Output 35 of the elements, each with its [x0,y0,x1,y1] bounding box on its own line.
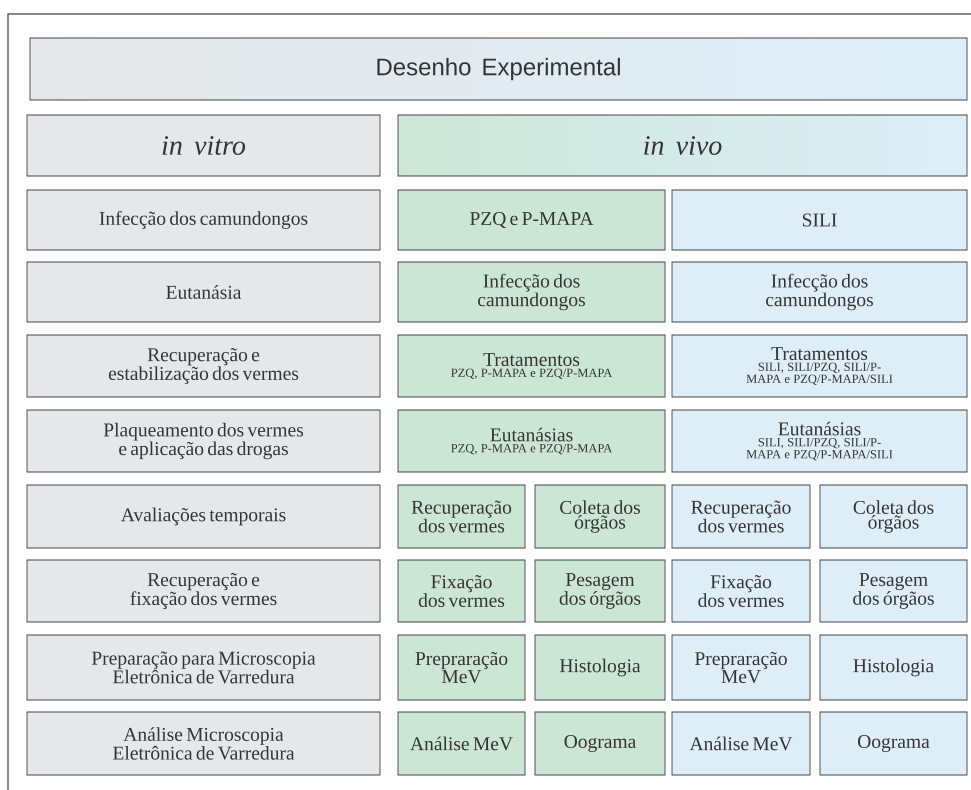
step-box: Prepraração MeV [672,634,810,700]
step-box: Tratamentos PZQ, P-MAPA e PZQ/P-MAPA [398,334,666,398]
step-box: Preparação para Microscopia Eletrônica de Varredura [26,634,380,700]
step-box: Fixação dos vermes [672,560,810,622]
step-box: Análise MeV [398,712,526,776]
step-box: Histologia [534,634,666,700]
step-box: Eutanásias SILI, SILI/PZQ, SILI/P-MAPA e PZQ/P-MAPA/SILI [672,410,968,472]
column-header-box: in vitro [26,114,380,176]
step-box: Avaliações temporais [26,484,380,548]
group-header-box: SILI [672,190,968,250]
step-box: Pesagem dos órgãos [534,560,666,622]
step-box: Oograma [820,712,968,776]
step-box: Eutanásia [26,262,380,322]
step-box: Eutanásias PZQ, P-MAPA e PZQ/P-MAPA [398,410,666,472]
step-box: Infecção dos camundongos [26,190,380,250]
group-header-box: PZQ e P-MAPA [398,190,666,250]
step-box: Plaqueamento dos vermes e aplicação das drogas [26,410,380,472]
step-box: Infecção dos camundongos [672,262,968,322]
step-box: Análise Microscopia Eletrônica de Varredura [26,712,380,776]
title-box: Desenho Experimental [30,38,968,100]
step-box: Coleta dos órgãos [534,484,666,548]
step-box: Coleta dos órgãos [820,484,968,548]
step-box: Histologia [820,634,968,700]
step-box: Tratamentos SILI, SILI/PZQ, SILI/P-MAPA e PZQ/P-MAPA/SILI [672,334,968,398]
step-box: Fixação dos vermes [398,560,526,622]
step-box: Pesagem dos órgãos [820,560,968,622]
step-box: Recuperação dos vermes [398,484,526,548]
step-box: Infecção dos camundongos [398,262,666,322]
step-box: Recuperação e estabilização dos vermes [26,334,380,398]
step-box: Oograma [534,712,666,776]
step-box: Análise MeV [672,712,810,776]
column-header-box: in vivo [398,114,968,176]
step-box: Recuperação e fixação dos vermes [26,560,380,622]
step-box: Prepraração MeV [398,634,526,700]
step-box: Recuperação dos vermes [672,484,810,548]
